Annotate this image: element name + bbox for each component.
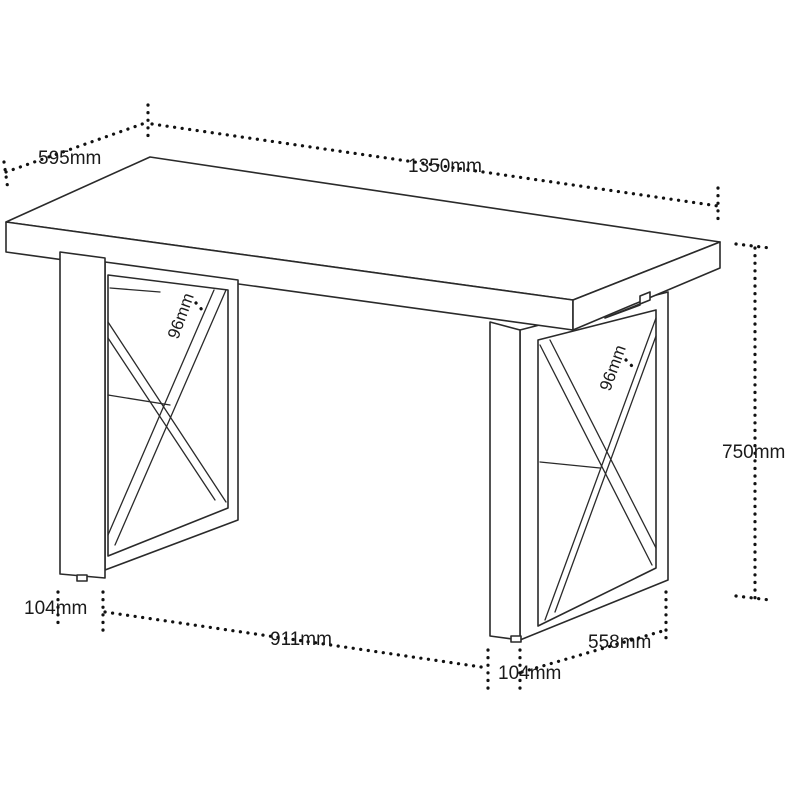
left-leg-frame-opening <box>107 274 229 557</box>
tabletop <box>5 156 721 331</box>
left-leg-post <box>59 251 106 579</box>
left-leg-shelf-line-b <box>109 287 161 293</box>
left-leg-x-brace-b2 <box>107 289 215 536</box>
right-leg-x-brace-b2 <box>554 335 657 613</box>
left-leg-shelf-line-a <box>107 394 171 406</box>
depth-tick-left <box>2 160 10 192</box>
right-leg-shelf-line <box>539 461 601 469</box>
left-leg-foot <box>76 574 88 582</box>
depth-dimension-line <box>4 120 150 174</box>
depth-label: 595mm <box>38 148 101 169</box>
leg-width-left-label: 104mm <box>24 598 87 619</box>
length-label: 1350mm <box>408 156 482 177</box>
leg-spacing-label: 911mm <box>270 629 332 650</box>
height-label: 750mm <box>722 442 785 463</box>
right-leg-x-brace-b <box>544 317 657 621</box>
left-leg-x-brace-a2 <box>107 337 216 501</box>
leg-depth-label: 558mm <box>588 632 651 653</box>
height-tick-top <box>734 242 772 250</box>
leg-width-right-label: 104mm <box>498 663 561 684</box>
right-leg-x-brace-a2 <box>549 339 657 549</box>
right-leg-foot <box>510 635 522 643</box>
right-leg <box>489 291 669 643</box>
left-leg-x-brace-a <box>107 321 227 503</box>
frame-width-left-tick <box>194 301 206 314</box>
leg-depth-dimension-line <box>520 628 668 674</box>
tabletop-underside-support <box>604 291 651 319</box>
left-leg-x-brace-b <box>114 289 227 546</box>
dimension-lines <box>2 103 772 694</box>
right-leg-x-brace-a <box>539 344 653 566</box>
right-leg-post <box>489 321 521 641</box>
height-tick-bottom <box>734 594 772 602</box>
tabletop-right-edge <box>572 241 721 331</box>
left-leg <box>59 251 239 582</box>
